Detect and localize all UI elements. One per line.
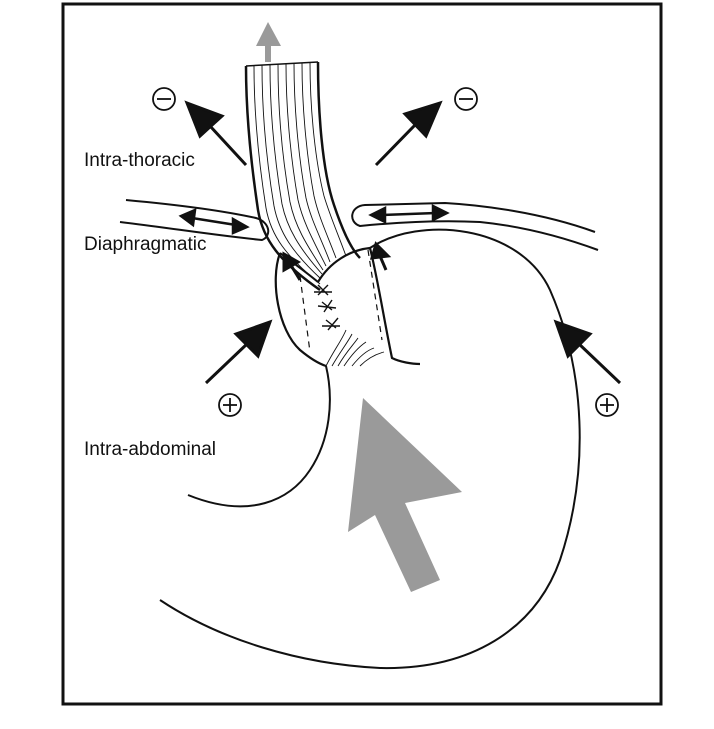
- negative-pressure-icon: [454, 87, 478, 111]
- stomach: [159, 228, 581, 670]
- intrathoracic-arrow-right-icon: [374, 100, 443, 167]
- right-bidirectional-arrow-icon: [368, 203, 450, 225]
- abdominal-arrow-left-icon: [204, 319, 273, 385]
- large-gray-pressure-arrow-icon: [348, 398, 462, 592]
- diaphragm-left: [119, 199, 270, 242]
- diaphragm-right: [351, 201, 599, 251]
- abdominal-arrow-right-icon: [553, 319, 622, 385]
- positive-pressure-icon: [218, 393, 242, 417]
- gray-upward-arrow-icon: [256, 22, 281, 62]
- negative-pressure-icon: [152, 87, 176, 111]
- positive-pressure-icon: [595, 393, 619, 417]
- diaphragmatic-label: Diaphragmatic: [84, 234, 207, 255]
- wrap-arrow-right-icon: [369, 241, 392, 271]
- left-bidirectional-arrow-icon: [178, 207, 250, 235]
- wrap-arrow-left-icon: [282, 251, 302, 281]
- figure-frame: [61, 2, 663, 706]
- intra-abdominal-label: Intra-abdominal: [84, 439, 217, 460]
- fundoplication-wrap: [274, 246, 421, 368]
- intra-thoracic-label: Intra-thoracic: [84, 150, 195, 171]
- intrathoracic-arrow-left-icon: [184, 100, 248, 167]
